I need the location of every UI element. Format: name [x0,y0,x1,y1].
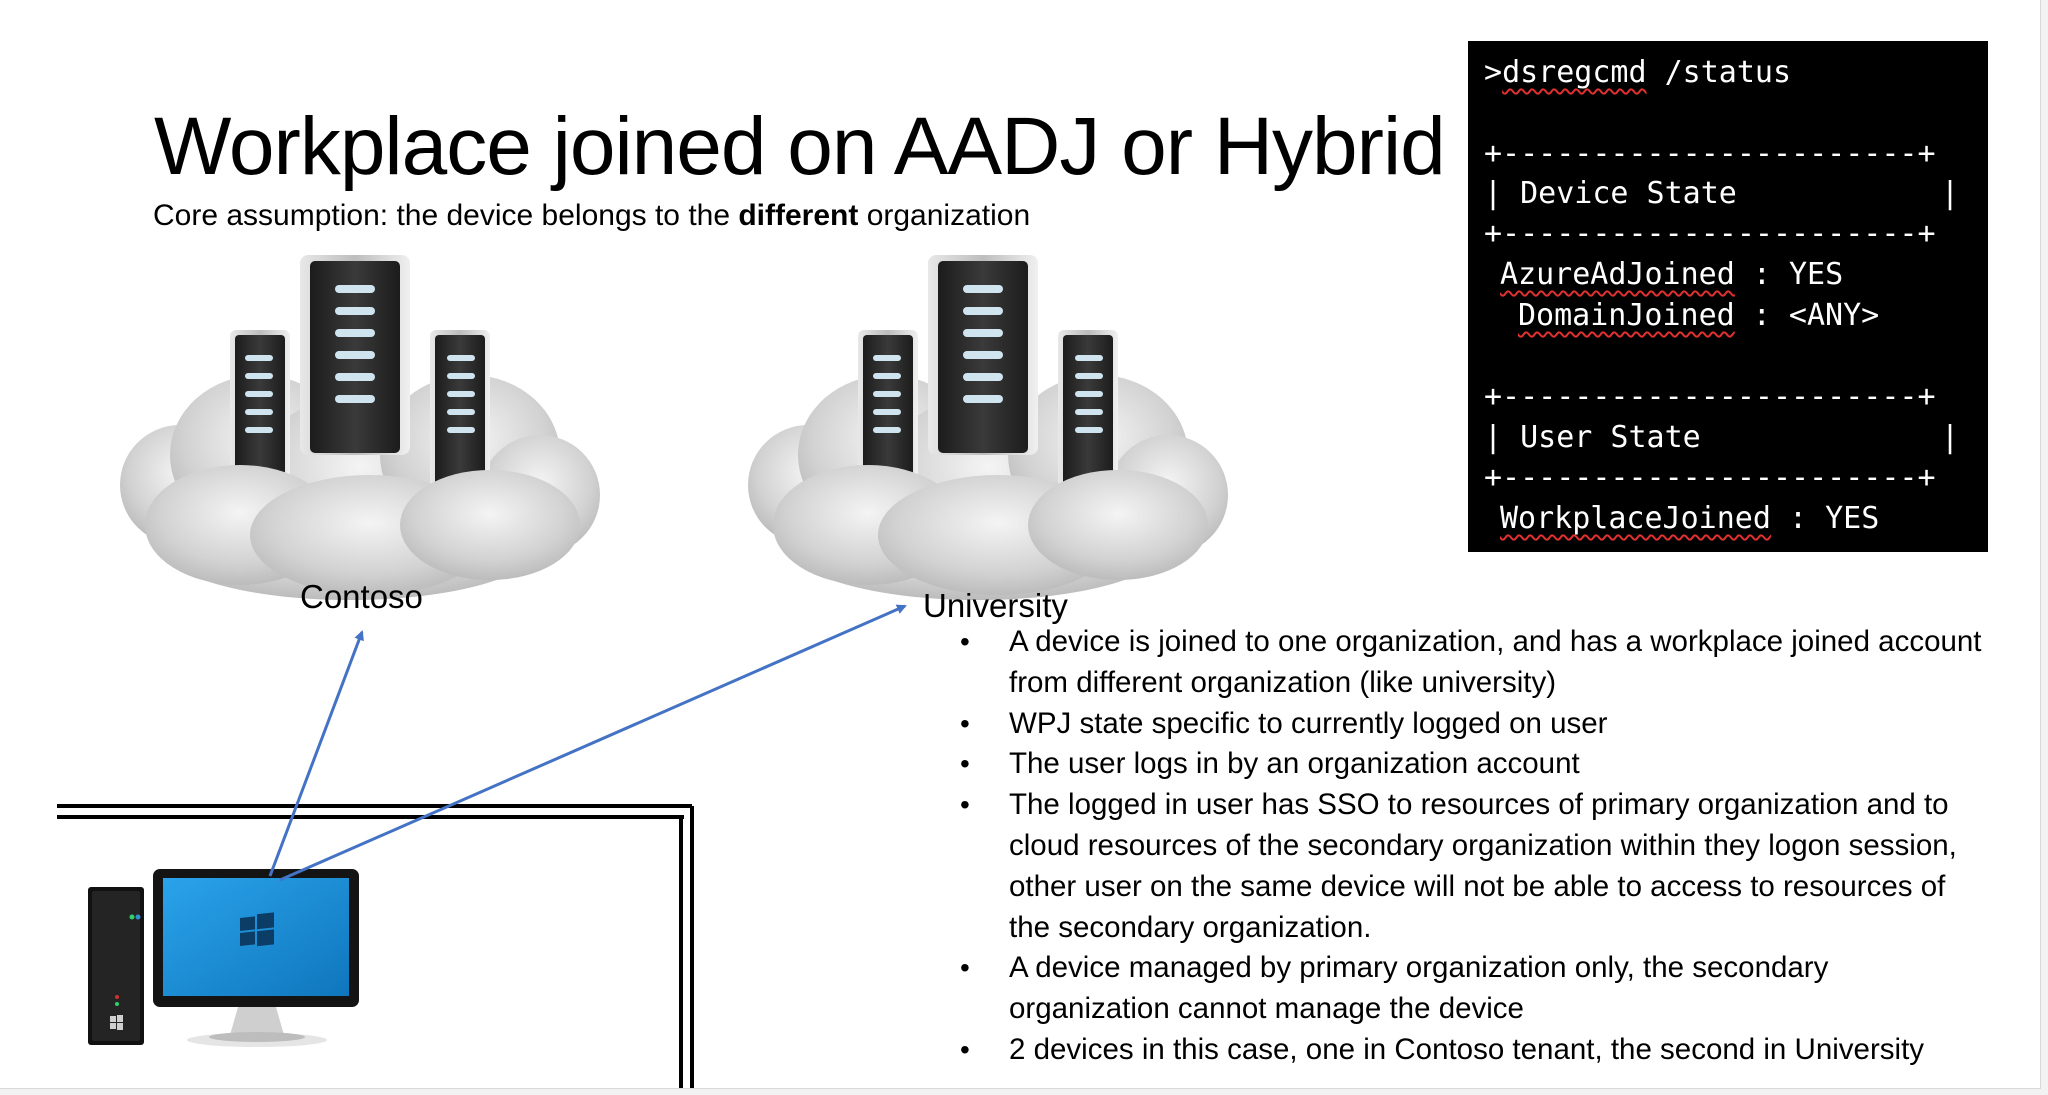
terminal-command-args: /status [1646,55,1792,90]
terminal-border-right: | [1941,420,1960,455]
university-label: University [923,587,1068,624]
terminal-command-word: dsregcmd [1502,55,1647,90]
subtitle-emphasis: different [738,199,859,232]
windows-logo-icon [240,912,274,947]
dsregcmd-terminal: >dsregcmd /status +---------------------… [1468,41,1988,552]
contoso-cloud-servers-icon [120,255,600,600]
desk-frame [57,804,694,1088]
terminal-command: >dsregcmd /status [1484,53,1791,93]
terminal-separator: +-----------------------+ [1484,379,1936,414]
field-value: : <ANY> [1734,298,1880,333]
list-item: The user logs in by an organization acco… [954,744,1994,785]
list-item: A device managed by primary organization… [954,948,1994,1030]
bullet-list: A device is joined to one organization, … [954,622,1994,1071]
terminal-prompt: > [1484,55,1503,90]
arrow-to-university [279,604,907,882]
contoso-label: Contoso [300,578,423,615]
list-item: The logged in user has SSO to resources … [954,785,1994,948]
field-key: DomainJoined [1518,298,1735,333]
terminal-field-domainjoined: DomainJoined : <ANY> [1518,296,1879,336]
user-state-header: User State [1520,420,1701,455]
field-value: : YES [1734,257,1844,292]
terminal-device-state-header: | Device State [1484,176,1737,211]
terminal-field-workplacejoined: WorkplaceJoined : YES [1500,499,1879,539]
slide-title: Workplace joined on AADJ or Hybrid [154,101,1446,192]
monitor-icon [153,869,359,1047]
pc-tower-icon [88,887,144,1045]
arrow-to-contoso [268,630,364,877]
terminal-separator: +-----------------------+ [1484,216,1936,251]
subtitle-prefix: Core assumption: the device belongs to t… [153,199,739,232]
terminal-separator: +-----------------------+ [1484,460,1936,495]
terminal-field-azureadjoined: AzureAdJoined : YES [1500,255,1843,295]
field-key: AzureAdJoined [1500,257,1735,292]
list-item: 2 devices in this case, one in Contoso t… [954,1030,1994,1071]
subtitle-suffix: organization [858,199,1031,232]
terminal-user-state-header: | User State [1484,420,1701,455]
list-item: A device is joined to one organization, … [954,622,1994,704]
field-value: : YES [1770,501,1880,536]
device-state-header: Device State [1520,176,1737,211]
connection-arrows [268,604,907,882]
university-cloud-servers-icon [748,255,1228,600]
terminal-separator: +-----------------------+ [1484,136,1936,171]
slide-subtitle: Core assumption: the device belongs to t… [153,199,1030,233]
field-key: WorkplaceJoined [1500,501,1771,536]
terminal-border-right: | [1941,176,1960,211]
list-item: WPJ state specific to currently logged o… [954,704,1994,745]
